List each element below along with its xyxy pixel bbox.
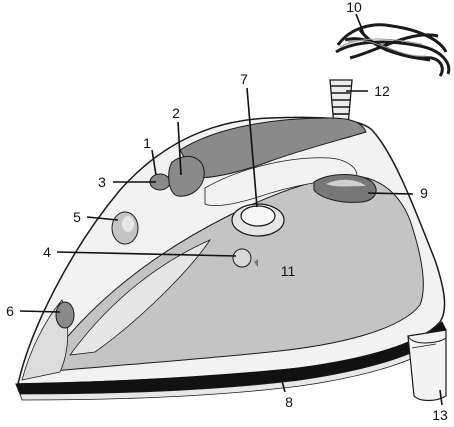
self-clean-indicator [254, 259, 258, 267]
callout-3: 3 [98, 174, 106, 190]
callout-8: 8 [285, 394, 293, 410]
steam-dial [240, 205, 276, 227]
callout-4: 4 [43, 244, 51, 260]
power-cord-highlight [339, 38, 427, 57]
water-fill-cover-inner [122, 216, 134, 232]
callout-13: 13 [432, 407, 448, 423]
callout-9: 9 [420, 185, 428, 201]
leader-line-9 [367, 192, 414, 195]
callout-labels: 1 2 3 4 5 6 7 8 9 10 11 12 13 [6, 0, 448, 423]
spray-button [168, 155, 205, 197]
iron-side-panel [38, 175, 424, 373]
callout-10: 10 [346, 0, 362, 15]
leader-line-2 [177, 121, 182, 176]
self-clean-button [232, 248, 252, 268]
leader-line-10 [355, 13, 365, 35]
callout-5: 5 [73, 209, 81, 225]
leader-line-4 [56, 251, 237, 257]
callout-2: 2 [172, 105, 180, 121]
leader-line-5 [86, 216, 119, 221]
leader-line-1 [151, 149, 157, 176]
callout-11: 11 [281, 263, 296, 279]
callout-12: 12 [374, 83, 390, 99]
power-cord [335, 23, 451, 77]
callout-1: 1 [143, 135, 151, 151]
temperature-window-glare [326, 179, 366, 187]
leader-line-13 [439, 389, 443, 406]
leader-lines [19, 13, 443, 406]
measuring-cup [407, 329, 447, 402]
callout-6: 6 [6, 303, 14, 319]
iron-handle [179, 117, 367, 179]
leader-line-8 [278, 369, 286, 393]
callout-7: 7 [240, 71, 248, 87]
leader-line-7 [246, 87, 258, 208]
leader-line-6 [19, 310, 61, 313]
spray-nozzle [55, 301, 75, 329]
panel-inner-strip [69, 239, 212, 356]
temperature-window [313, 174, 377, 203]
